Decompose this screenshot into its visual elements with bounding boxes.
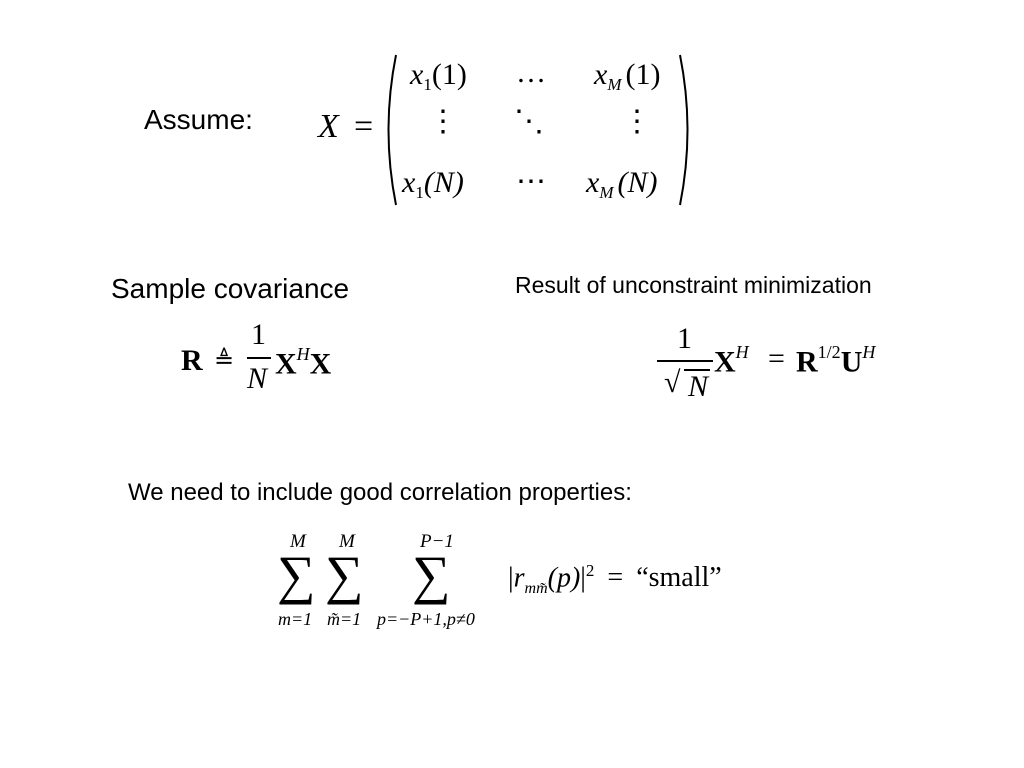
assume-label: Assume: <box>144 104 253 135</box>
cov-lhs: R <box>181 344 203 377</box>
left-paren-icon <box>387 54 397 206</box>
sum2-upper: M <box>339 531 355 552</box>
sum1-upper: M <box>290 531 306 552</box>
matrix-equals: = <box>354 108 374 145</box>
cov-denominator: N <box>247 362 268 395</box>
sum3-sigma-icon: ∑ <box>412 545 451 605</box>
sum2-sigma-icon: ∑ <box>325 545 364 605</box>
matrix-cell-r3c1: x1(N) <box>402 166 464 202</box>
correlation-heading: We need to include good correlation prop… <box>128 479 632 506</box>
min-sqrt-bar <box>684 369 710 371</box>
matrix-cell-r1c2: … <box>516 56 546 89</box>
min-equals: = <box>768 342 785 375</box>
cov-numerator: 1 <box>251 318 266 351</box>
sum1-sigma-icon: ∑ <box>277 545 316 605</box>
matrix-cell-r3c3: xM(N) <box>586 166 658 202</box>
cov-def-symbol: ≜ <box>214 348 235 374</box>
cov-fraction-bar <box>247 357 271 359</box>
matrix-cell-r1c1: x1(1) <box>410 58 467 94</box>
sum3-upper: P−1 <box>420 531 454 552</box>
cov-rhs: XHX <box>275 344 332 381</box>
sample-covariance-heading: Sample covariance <box>111 273 350 304</box>
matrix-vdots-left: ⋮ <box>428 105 458 138</box>
sum1-lower: m=1 <box>278 609 313 629</box>
sum2-lower: m̃=1 <box>327 609 362 629</box>
result-heading: Result of unconstraint minimization <box>515 272 872 298</box>
correlation-term: |rmm̃(p)|2 = “small” <box>508 561 722 597</box>
sum3-lower: p=−P+1,p≠0 <box>377 609 475 629</box>
matrix-vdots-right: ⋮ <box>622 105 652 138</box>
min-lhs-matrix: XH <box>714 342 749 379</box>
min-fraction-bar <box>657 360 713 362</box>
min-rhs: R1/2UH <box>796 342 876 379</box>
right-paren-icon <box>679 54 689 206</box>
min-numerator: 1 <box>677 322 692 355</box>
matrix-cell-r1c3: xM(1) <box>594 58 661 94</box>
matrix-cell-r3c2: ⋯ <box>516 165 546 198</box>
matrix-lhs: X <box>318 108 339 145</box>
min-denominator: N <box>688 370 709 403</box>
matrix-ddots: ⋱ <box>514 105 544 138</box>
min-sqrt-icon: √ <box>664 366 681 399</box>
